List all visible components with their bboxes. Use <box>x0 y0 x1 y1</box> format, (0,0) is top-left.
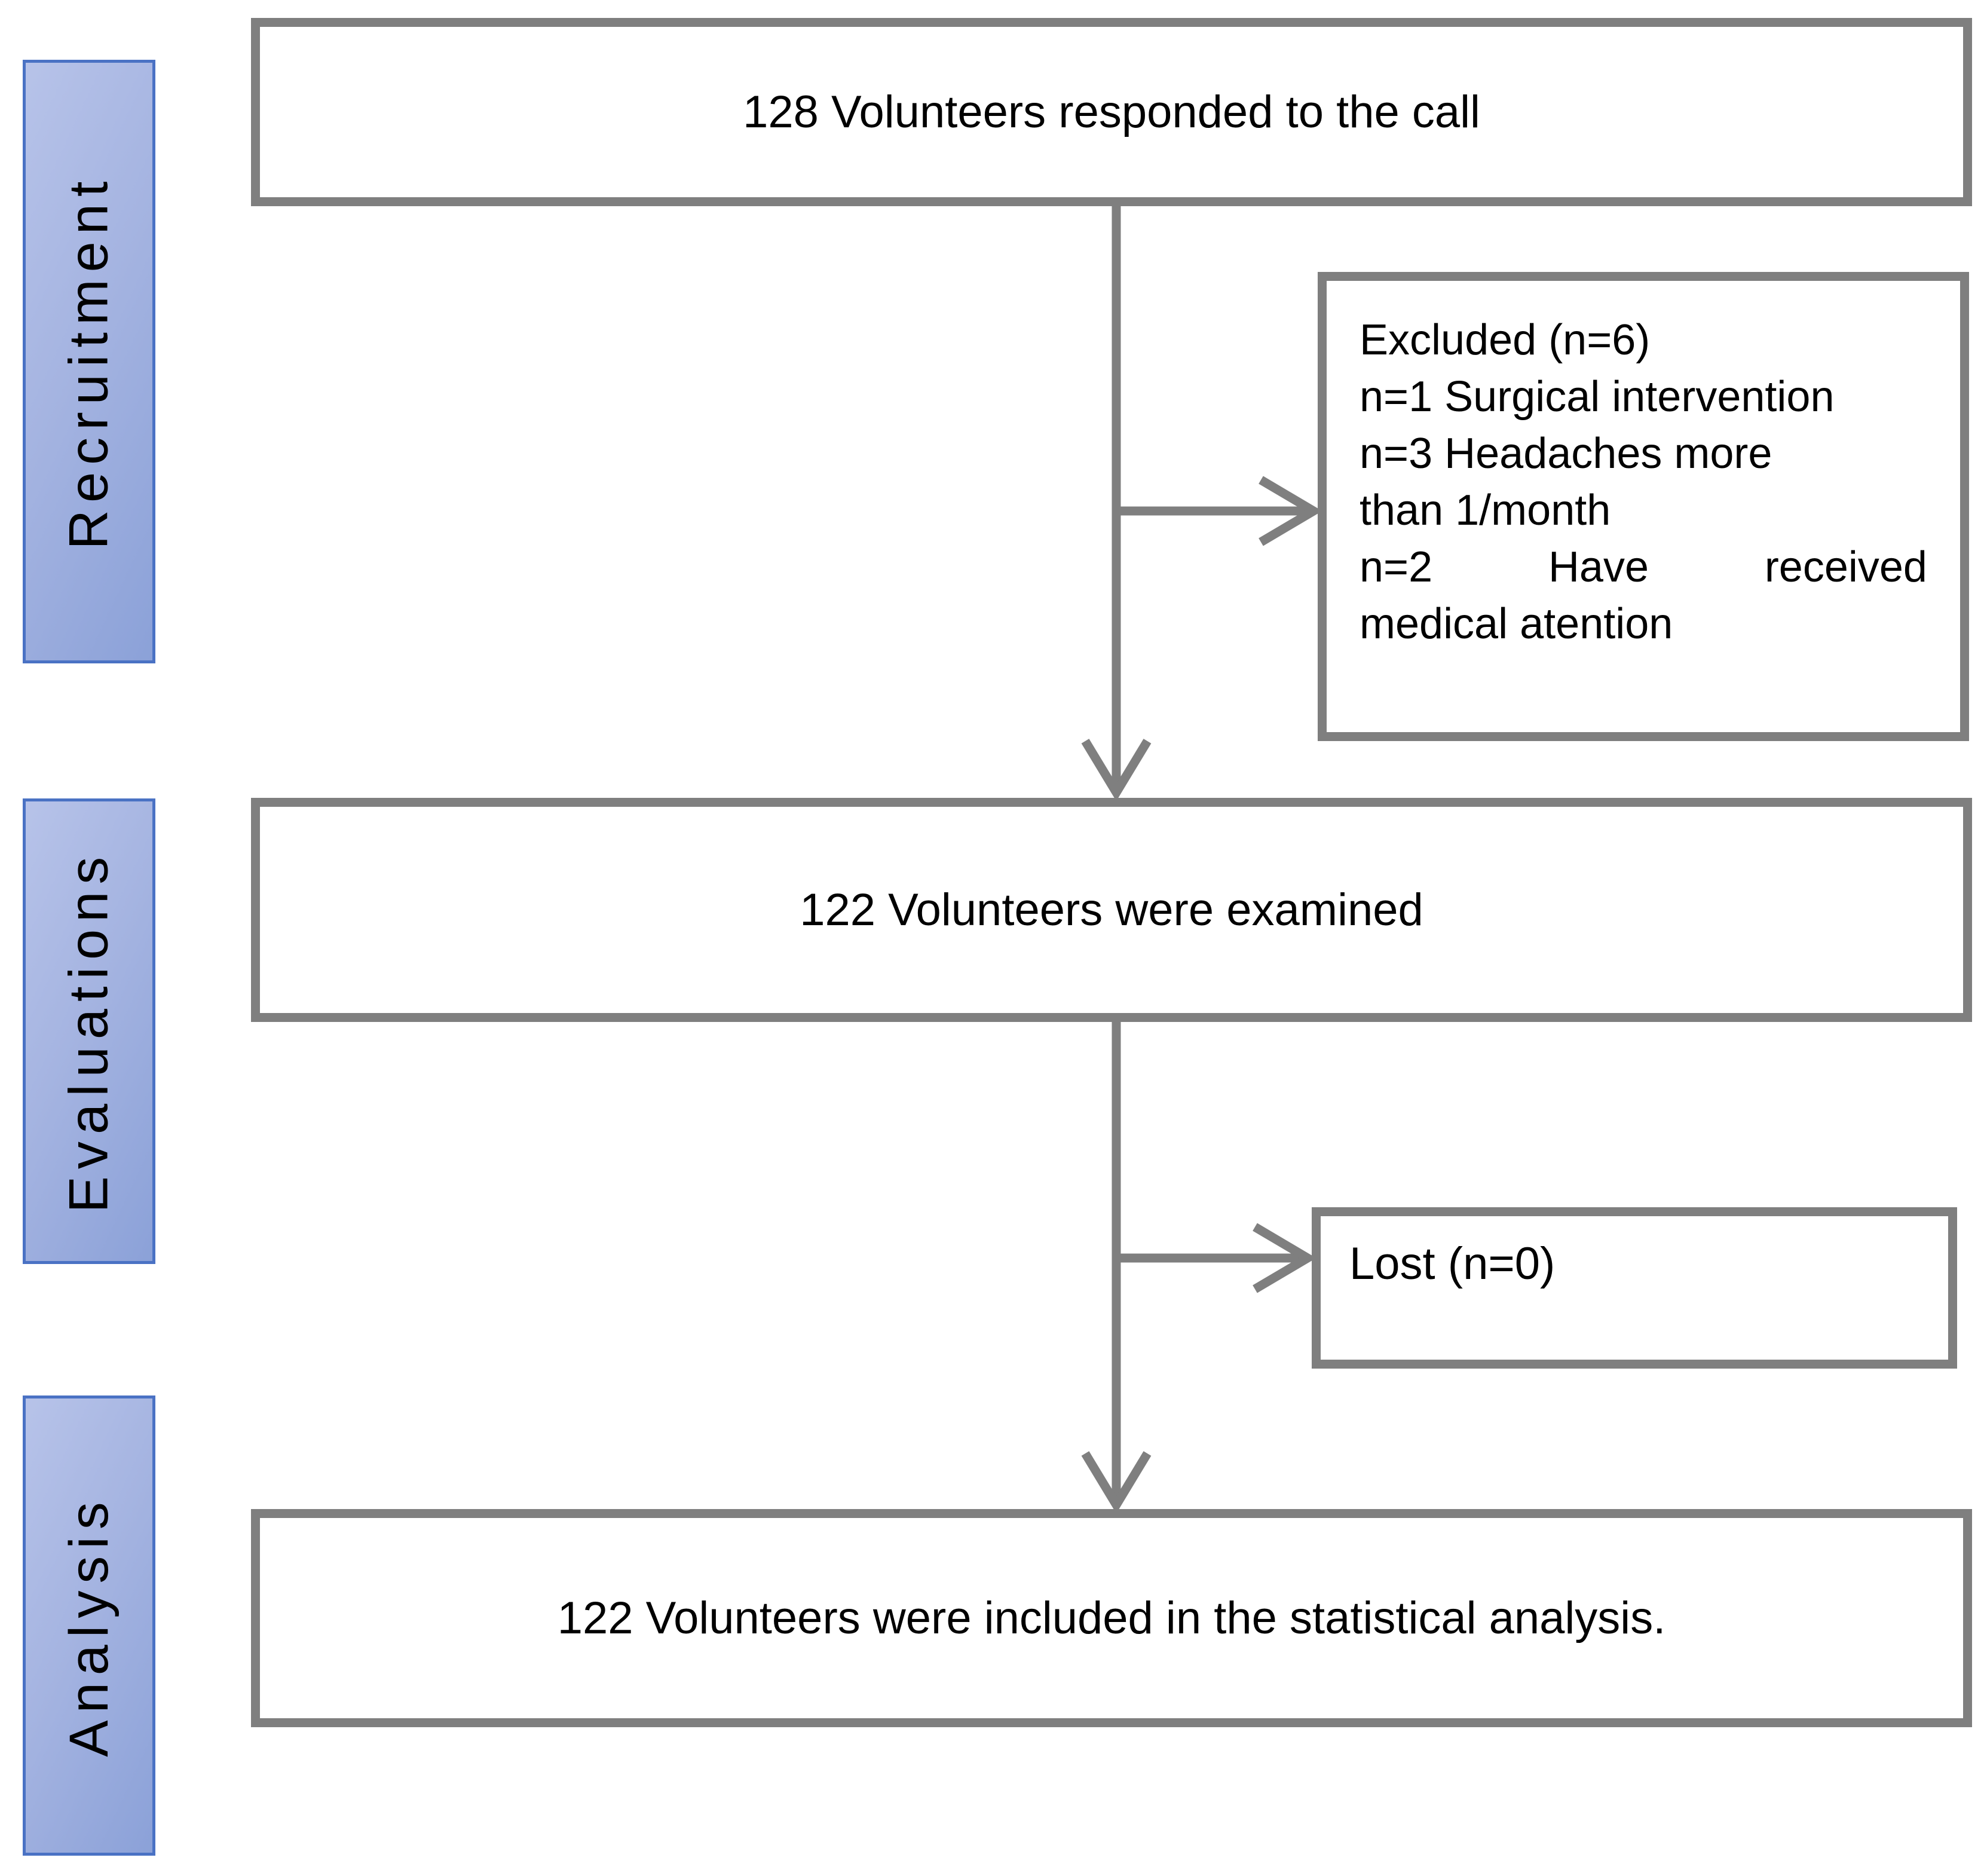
excluded-line-6: medical atention <box>1360 600 1673 648</box>
arrow-down-examined-to-analysis <box>1081 1022 1152 1514</box>
flow-box-excluded: Excluded (n=6) n=1 Surgical intervention… <box>1318 272 1969 741</box>
flow-box-lost: Lost (n=0) <box>1312 1207 1957 1369</box>
phase-banner-recruitment: Recruitment <box>23 60 155 663</box>
arrow-right-to-lost <box>1120 1223 1316 1293</box>
phase-banner-evaluations: Evaluations <box>23 798 155 1264</box>
excluded-line-5: n=2 Have received <box>1360 539 1927 596</box>
flow-box-analyzed-text: 122 Volunteers were included in the stat… <box>557 1593 1666 1644</box>
arrow-right-to-excluded <box>1120 476 1322 546</box>
phase-banner-analysis: Analysis <box>23 1395 155 1856</box>
flow-box-responded-text: 128 Volunteers responded to the call <box>743 87 1480 137</box>
flow-box-examined-text: 122 Volunteers were examined <box>800 885 1423 935</box>
excluded-line-5-word-3: received <box>1764 543 1927 592</box>
phase-label-analysis: Analysis <box>58 1494 120 1757</box>
excluded-line-5-word-1: n=2 <box>1360 543 1433 592</box>
excluded-line-4: than 1/month <box>1360 486 1611 535</box>
arrow-down-responded-to-examined <box>1081 206 1152 801</box>
flow-box-responded: 128 Volunteers responded to the call <box>251 18 1972 206</box>
phase-label-evaluations: Evaluations <box>58 849 120 1213</box>
excluded-line-2: n=1 Surgical intervention <box>1360 373 1835 421</box>
excluded-line-5-word-2: Have <box>1548 543 1649 592</box>
flow-box-lost-text: Lost (n=0) <box>1349 1238 1556 1289</box>
phase-label-recruitment: Recruitment <box>58 174 120 549</box>
excluded-line-3: n=3 Headaches more <box>1360 430 1772 478</box>
flow-box-examined: 122 Volunteers were examined <box>251 798 1972 1022</box>
flow-box-analyzed: 122 Volunteers were included in the stat… <box>251 1509 1972 1727</box>
excluded-line-1: Excluded (n=6) <box>1360 316 1651 364</box>
